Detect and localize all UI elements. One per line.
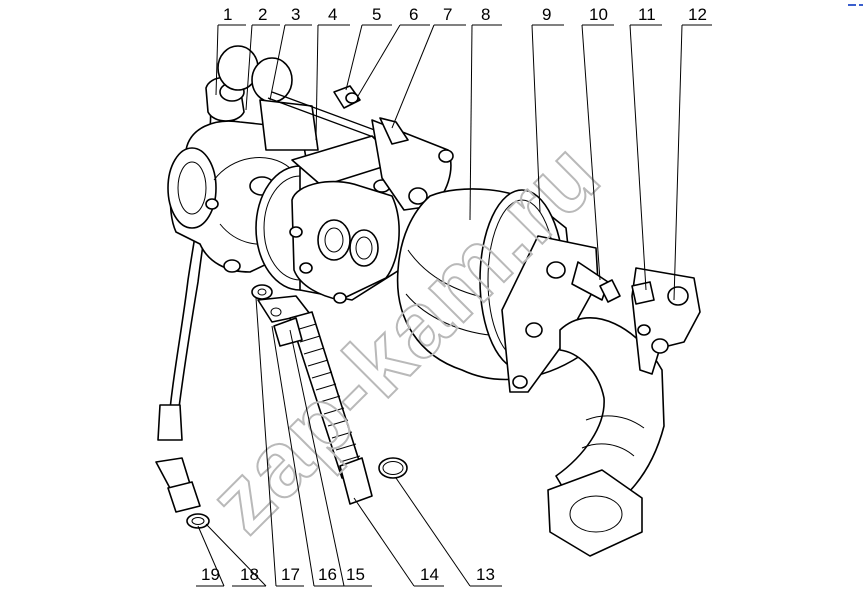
callout-18: 18 xyxy=(240,565,259,584)
callout-4: 4 xyxy=(328,5,337,24)
callout-15: 15 xyxy=(346,565,365,584)
callout-10: 10 xyxy=(589,5,608,24)
callout-3: 3 xyxy=(291,5,300,24)
callout-8: 8 xyxy=(481,5,490,24)
callout-1: 1 xyxy=(223,5,232,24)
callout-2: 2 xyxy=(258,5,267,24)
callout-14: 14 xyxy=(420,565,439,584)
downpipe xyxy=(501,235,665,557)
callout-16: 16 xyxy=(318,565,337,584)
callout-5: 5 xyxy=(372,5,381,24)
callout-labels: 1 2 3 4 5 6 7 8 9 10 11 12 13 14 15 16 1… xyxy=(201,5,707,584)
callout-7: 7 xyxy=(443,5,452,24)
callout-11: 11 xyxy=(638,5,656,24)
callout-12: 12 xyxy=(688,5,707,24)
callout-19: 19 xyxy=(201,565,220,584)
oil-return-hose xyxy=(273,311,373,505)
mounting-bracket xyxy=(631,267,701,375)
callout-13: 13 xyxy=(476,565,495,584)
callout-17: 17 xyxy=(281,565,300,584)
center-housing xyxy=(255,85,454,304)
leader-lines xyxy=(196,24,712,587)
callout-9: 9 xyxy=(542,5,551,24)
callout-6: 6 xyxy=(409,5,418,24)
